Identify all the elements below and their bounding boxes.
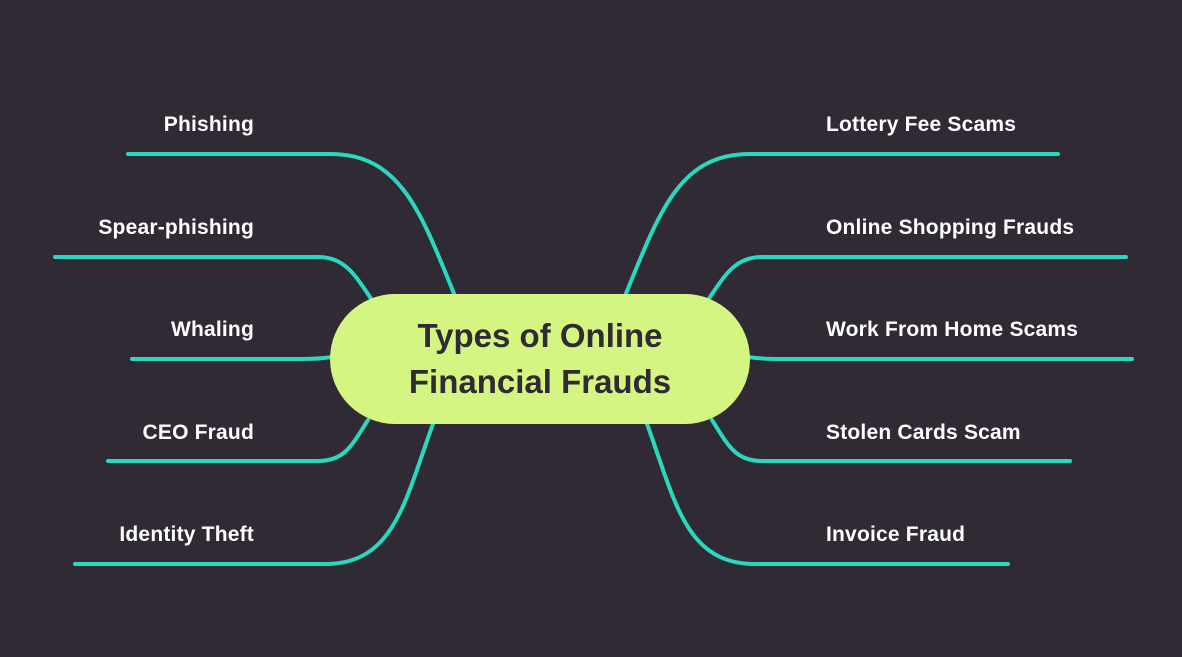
branch-label-stolen-cards-scam: Stolen Cards Scam (826, 421, 1021, 444)
branch-line-online-shopping-frauds (706, 255, 1128, 302)
branch-label-phishing: Phishing (163, 113, 254, 136)
branch-line-identity-theft (73, 422, 435, 566)
branch-line-lottery-fee-scams (623, 152, 1060, 298)
branch-label-ceo-fraud: CEO Fraud (142, 421, 254, 444)
branch-line-work-from-home-scams (746, 355, 1134, 361)
branch-label-invoice-fraud: Invoice Fraud (826, 523, 966, 546)
branch-label-whaling: Whaling (170, 318, 254, 341)
branch-label-spear-phishing: Spear-phishing (98, 216, 254, 239)
branch-label-work-from-home-scams: Work From Home Scams (826, 318, 1079, 341)
central-topic-node: Types of Online Financial Frauds (330, 294, 750, 424)
branch-line-spear-phishing (53, 255, 374, 302)
branch-line-invoice-fraud (645, 422, 1010, 566)
branch-line-stolen-cards-scam (710, 418, 1072, 463)
branch-line-phishing (126, 152, 457, 298)
branch-line-whaling (130, 355, 334, 361)
branch-label-identity-theft: Identity Theft (119, 523, 254, 546)
branch-line-ceo-fraud (106, 418, 370, 463)
central-topic-title-line1: Types of Online (417, 317, 663, 354)
branch-label-lottery-fee-scams: Lottery Fee Scams (826, 113, 1017, 136)
branch-label-online-shopping-frauds: Online Shopping Frauds (826, 216, 1075, 239)
central-topic-title-line2: Financial Frauds (408, 363, 672, 400)
